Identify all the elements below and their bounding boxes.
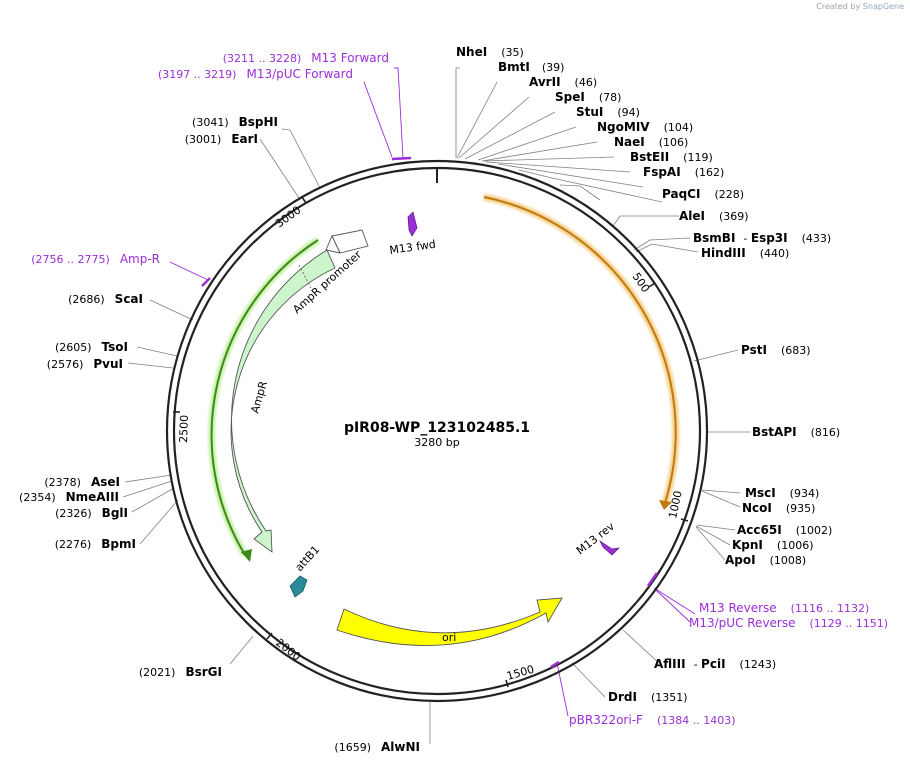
right-enzyme-labels: NheI(35) BmtI(39) AvrII(46) SpeI(78) Stu… bbox=[456, 45, 840, 704]
ori-feature-shape bbox=[336, 597, 563, 646]
ampr-promoter-arrowhead bbox=[325, 234, 341, 254]
site-bsmbi: BsmBI- Esp3I(433) bbox=[693, 231, 831, 245]
site-bstapi: BstAPI(816) bbox=[752, 425, 840, 439]
label-attb1: attB1 bbox=[293, 543, 323, 574]
site-afliii: AflIII- PciI(1243) bbox=[654, 657, 776, 671]
site-avrii: AvrII(46) bbox=[529, 75, 597, 89]
ring-ticks bbox=[173, 196, 689, 688]
orange-feature-arc bbox=[483, 196, 677, 504]
primer-pbr322ori-f: pBR322ori-F(1384 .. 1403) bbox=[569, 713, 736, 727]
green-feature-arc bbox=[210, 239, 319, 556]
site-scai: (2686)ScaI bbox=[68, 292, 143, 306]
site-hindiii: HindIII(440) bbox=[701, 246, 789, 260]
leader-lines bbox=[122, 67, 750, 744]
site-bsrgi: (2021)BsrGI bbox=[139, 665, 222, 679]
primer-marks bbox=[201, 156, 659, 669]
left-enzyme-labels: (3041)BspHI (3001)EarI (2686)ScaI (2605)… bbox=[19, 115, 420, 754]
site-naei: NaeI(106) bbox=[614, 135, 688, 149]
label-ampr: AmpR bbox=[248, 379, 270, 415]
site-nhei: NheI(35) bbox=[456, 45, 524, 59]
site-nmeaiii: (2354)NmeAIII bbox=[19, 490, 119, 504]
green-feature-arrowhead bbox=[241, 549, 252, 562]
plasmid-name: pIR08-WP_123102485.1 bbox=[344, 420, 530, 436]
tick-2500: 2500 bbox=[177, 415, 191, 443]
site-bsphi: (3041)BspHI bbox=[192, 115, 278, 129]
site-spei: SpeI(78) bbox=[555, 90, 621, 104]
primer-m13-reverse: M13 Reverse(1116 .. 1132) bbox=[699, 601, 869, 615]
m13rev-feature-shape bbox=[599, 539, 620, 556]
site-bmti: BmtI(39) bbox=[498, 60, 564, 74]
site-asei: (2378)AseI bbox=[44, 475, 120, 489]
site-psti: PstI(683) bbox=[741, 343, 811, 357]
primer-m13-forward: (3211 .. 3228)M13 Forward bbox=[223, 51, 389, 65]
site-stui: StuI(94) bbox=[576, 105, 640, 119]
ampr-feature-shape bbox=[230, 249, 336, 553]
credit-prefix: Created by bbox=[816, 2, 861, 11]
primer-m13puc-reverse: M13/pUC Reverse(1129 .. 1151) bbox=[689, 616, 888, 630]
site-apoi: ApoI(1008) bbox=[725, 553, 806, 567]
site-acc65i: Acc65I(1002) bbox=[737, 523, 832, 537]
site-pvui: (2576)PvuI bbox=[47, 357, 123, 371]
snapgene-brand: SnapGene bbox=[862, 2, 904, 11]
orange-feature-arrowhead bbox=[659, 500, 672, 510]
site-fspai: FspAI(162) bbox=[643, 165, 724, 179]
orange-feature-glow bbox=[483, 193, 680, 505]
tick-2000: 2000 bbox=[273, 636, 303, 663]
credit-label: Created by SnapGene bbox=[816, 2, 904, 11]
primer-m13puc-forward: (3197 .. 3219)M13/pUC Forward bbox=[158, 67, 353, 81]
label-ori: ori bbox=[442, 631, 456, 644]
site-bgli: (2326)BglI bbox=[55, 506, 128, 520]
site-bpmi: (2276)BpmI bbox=[55, 537, 136, 551]
site-alei: AleI(369) bbox=[679, 209, 749, 223]
backbone-outer bbox=[165, 159, 709, 703]
label-m13-fwd: M13 fwd bbox=[389, 238, 437, 257]
site-tsoi: (2605)TsoI bbox=[55, 340, 128, 354]
site-drdi: DrdI(1351) bbox=[608, 690, 688, 704]
site-msci: MscI(934) bbox=[745, 486, 819, 500]
tick-1000: 1000 bbox=[666, 490, 685, 520]
m13fwd-feature-shape bbox=[407, 211, 418, 237]
site-paqci: PaqCI(228) bbox=[662, 187, 744, 201]
site-ngomiv: NgoMIV(104) bbox=[597, 120, 693, 134]
site-bsteii: BstEII(119) bbox=[630, 150, 713, 164]
site-alwni: (1659)AlwNI bbox=[334, 740, 420, 754]
site-kpni: KpnI(1006) bbox=[732, 538, 813, 552]
primer-leader-lines bbox=[169, 67, 696, 717]
primer-labels: (3211 .. 3228)M13 Forward (3197 .. 3219)… bbox=[31, 51, 888, 727]
attb1-feature-shape bbox=[289, 575, 308, 598]
site-eari: (3001)EarI bbox=[185, 132, 258, 146]
primer-ampr: (2756 .. 2775)Amp-R bbox=[31, 252, 160, 266]
ampr-promoter-divider bbox=[298, 264, 312, 289]
site-ncoi: NcoI(935) bbox=[742, 501, 815, 515]
plasmid-length: 3280 bp bbox=[414, 436, 459, 449]
